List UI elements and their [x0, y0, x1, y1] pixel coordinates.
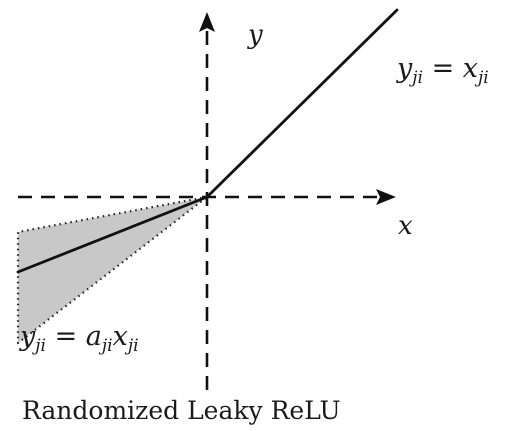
x-axis-arrow-icon — [376, 189, 396, 205]
slope-range-region — [16, 195, 209, 345]
y-axis-label: y — [247, 20, 263, 50]
y-axis-arrow-icon — [199, 12, 215, 32]
x-axis-label: x — [398, 211, 413, 241]
negative-branch-line — [16, 195, 209, 274]
negative-branch-equation: yji = ajixji — [19, 321, 139, 356]
positive-branch-line — [205, 8, 399, 199]
positive-branch-equation: yji = xji — [396, 53, 489, 88]
diagram-caption: Randomized Leaky ReLU — [22, 396, 341, 425]
